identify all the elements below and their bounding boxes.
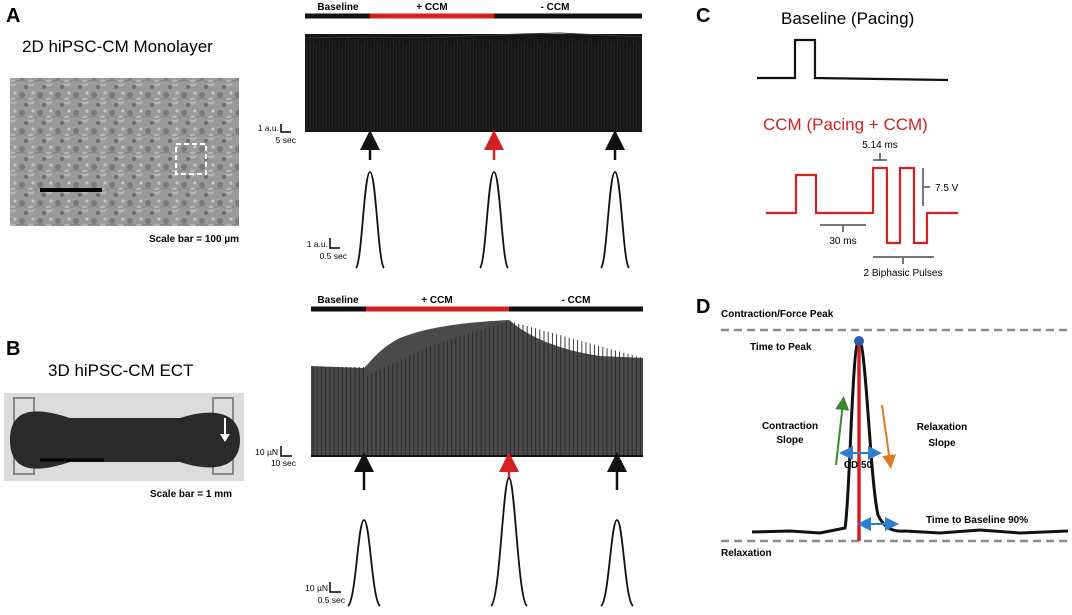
b-trace-scale-y-label: 10 µN	[255, 447, 278, 457]
peak-point	[854, 336, 864, 346]
phase-label-baseline: Baseline	[317, 2, 359, 13]
panel-a-title: 2D hiPSC-CM Monolayer	[22, 37, 213, 56]
panel-a-trace-scale: 1 a.u. 5 sec	[258, 123, 297, 145]
beat-scale-y-label: 1 a.u.	[307, 239, 328, 249]
baseline-pulse-waveform	[757, 38, 949, 82]
ccm-title: CCM (Pacing + CCM)	[763, 115, 928, 134]
b-beat-scale-y-label: 10 µN	[305, 583, 328, 593]
panel-b-letter: B	[6, 338, 20, 360]
panel-a-beat-scale: 1 a.u. 0.5 sec	[307, 238, 348, 261]
pulses-label: 2 Biphasic Pulses	[864, 268, 943, 279]
phase-label-ccm-on: + CCM	[416, 2, 447, 13]
panel-c-letter: C	[696, 5, 710, 27]
relaxation-slope-label-2: Slope	[928, 438, 956, 449]
relaxation-slope-label-1: Relaxation	[917, 422, 968, 433]
contraction-slope-label-2: Slope	[776, 435, 804, 446]
panel-d: D Contraction/Force Peak Time to Peak Co…	[696, 296, 1069, 559]
b-beat-baseline	[347, 519, 381, 607]
baseline-pacing-title: Baseline (Pacing)	[781, 9, 914, 28]
b-phase-label-ccm-off: - CCM	[562, 295, 591, 306]
panel-a-scale-text: Scale bar = 100 µm	[149, 234, 239, 245]
b-beat-ccm	[490, 477, 528, 607]
spike-train	[306, 38, 641, 130]
trace-scale-x-label: 5 sec	[276, 135, 297, 145]
pulse-width-label: 5.14 ms	[862, 140, 898, 151]
panel-a-phase-bar: Baseline + CCM - CCM	[305, 2, 642, 19]
panel-b-phase-bar: Baseline + CCM - CCM	[311, 295, 643, 312]
beat-ccm	[479, 171, 509, 269]
panel-b-scale-text: Scale bar = 1 mm	[150, 489, 232, 500]
contraction-slope-arrow	[835, 396, 850, 466]
panel-b-trace-scale: 10 µN 10 sec	[255, 446, 297, 468]
ect-micrograph	[4, 393, 244, 481]
contraction-slope-label-1: Contraction	[762, 421, 818, 432]
inset-box	[175, 143, 207, 175]
panel-b-title: 3D hiPSC-CM ECT	[48, 361, 193, 380]
time-to-baseline-label: Time to Baseline 90%	[926, 515, 1028, 526]
panel-c: C Baseline (Pacing) CCM (Pacing + CCM) 5…	[696, 5, 959, 279]
b-beat-scale-x-label: 0.5 sec	[318, 595, 346, 605]
beat-baseline	[355, 171, 385, 269]
b-phase-label-baseline: Baseline	[317, 295, 359, 306]
panel-d-letter: D	[696, 296, 710, 318]
b-beat-post	[600, 519, 634, 607]
spike-train	[312, 321, 642, 455]
panel-b: B 3D hiPSC-CM ECT Scale bar = 1 mm Basel…	[4, 295, 643, 607]
cd50-label: CD 50	[844, 460, 873, 471]
b-trace-scale-x-label: 10 sec	[271, 458, 297, 468]
delay-label: 30 ms	[829, 236, 856, 247]
ccm-pulse-waveform	[766, 166, 958, 245]
peak-label: Contraction/Force Peak	[721, 309, 834, 320]
panel-a-letter: A	[6, 5, 20, 27]
beat-scale-x-label: 0.5 sec	[320, 251, 348, 261]
monolayer-micrograph	[10, 78, 239, 226]
relaxation-label: Relaxation	[721, 548, 772, 559]
panel-b-beat-scale: 10 µN 0.5 sec	[305, 582, 346, 605]
beat-post	[600, 171, 630, 269]
b-phase-label-ccm-on: + CCM	[421, 295, 452, 306]
phase-label-ccm-off: - CCM	[541, 2, 570, 13]
time-to-peak-label: Time to Peak	[750, 342, 812, 353]
relaxation-slope-arrow	[881, 404, 896, 469]
trace-scale-y-label: 1 a.u.	[258, 123, 279, 133]
amplitude-label: 7.5 V	[935, 183, 959, 194]
